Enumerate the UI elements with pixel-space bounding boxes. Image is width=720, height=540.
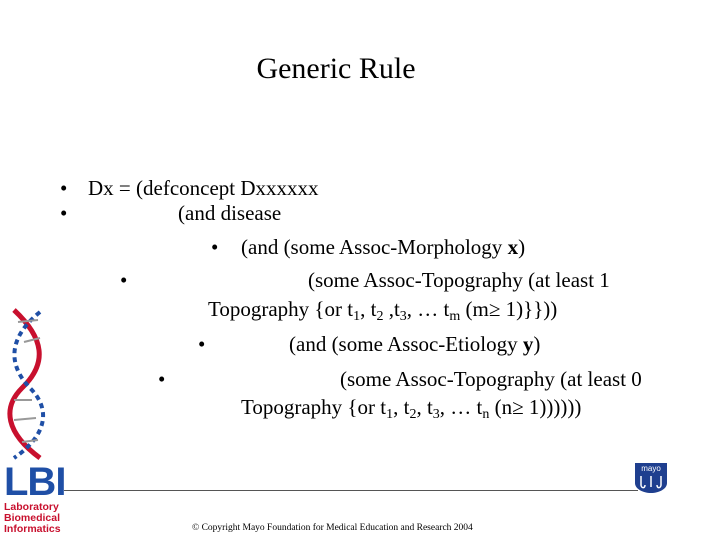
bullet-icon: • (60, 176, 68, 200)
bullet-icon: • (198, 332, 206, 356)
dna-helix-icon (7, 308, 46, 461)
rule-line-5: Topography {or t1, t2 ,t3, … tm (m≥ 1)}}… (208, 297, 558, 324)
lbi-logo: LBI Laboratory Biomedical Informatics (4, 460, 66, 535)
bullet-icon: • (120, 268, 128, 292)
mayo-logo-label: mayo (641, 464, 661, 473)
mayo-shield-logo: mayo (635, 463, 667, 493)
rule-line-3: (and (some Assoc-Morphology x) (241, 235, 526, 259)
bullet-icon: • (211, 235, 219, 259)
rule-line-1: Dx = (defconcept Dxxxxxx (88, 176, 319, 200)
etiology-variable: y (522, 332, 534, 356)
bullet-icon: • (158, 367, 166, 391)
rule-line-8: Topography {or t1, t2, t3, … tn (n≥ 1)))… (241, 395, 582, 422)
rule-line-6: (and (some Assoc-Etiology y) (289, 332, 541, 356)
rule-line-4: (some Assoc-Topography (at least 1 (308, 268, 610, 292)
morphology-variable: x (507, 235, 519, 259)
rule-line-2: (and disease (178, 201, 282, 225)
slide-title: Generic Rule (256, 52, 416, 85)
footer-divider (64, 490, 638, 491)
bullet-icon: • (60, 201, 68, 225)
copyright-notice: © Copyright Mayo Foundation for Medical … (192, 523, 473, 533)
rule-line-7: (some Assoc-Topography (at least 0 (340, 367, 642, 391)
